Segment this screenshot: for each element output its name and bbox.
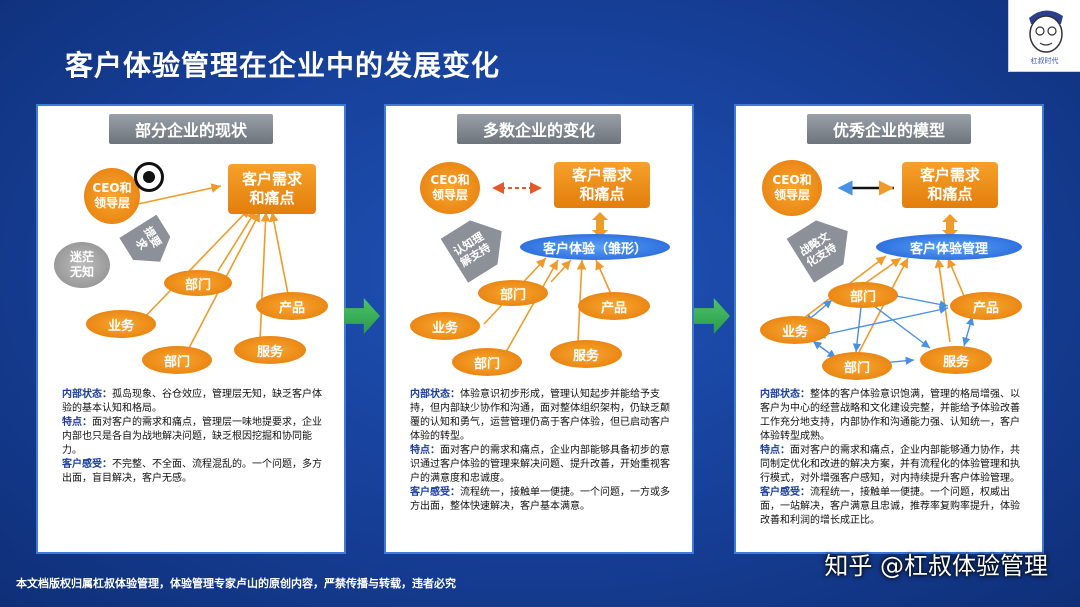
panel-majority-change: 多数企业的变化 CEO和领导层 客户需求和痛点 认 [384,104,694,554]
eye-icon [134,162,164,192]
ceo-node: CEO和领导层 [420,162,480,214]
green-arrow-icon [344,298,380,334]
needs-node: 客户需求和痛点 [554,162,650,208]
needs-node: 客户需求和痛点 [902,162,998,208]
hub-node: 客户体验（雏形） [520,234,670,260]
hub-node: 客户体验管理 [876,234,1022,260]
cartoon-face-icon [1029,10,1063,53]
panel-excellent-model: 优秀企业的模型 [734,104,1044,554]
dept-node-bumen-bottom: 部门 [822,352,892,380]
needs-node: 客户需求和痛点 [228,164,316,214]
copyright-footer: 本文档版权归属杠叔体验管理，体验管理专家卢山的原创内容，严禁传播与转载，违者必究 [16,577,456,590]
panel-current-state: 部分企业的现状 CEO和领导层 客户需求和痛点 提要求 迷茫无知 部门 业务 产… [36,104,346,554]
page-title: 客户体验管理在企业中的发展变化 [65,49,501,82]
ceo-node: CEO和领导层 [84,168,140,224]
dept-node-fuwu: 服务 [550,340,622,368]
dept-node-yewu: 业务 [410,312,480,340]
dept-node-fuwu: 服务 [920,346,992,374]
dept-node-chanpin: 产品 [256,292,328,320]
dept-node-bumen-top: 部门 [478,280,548,306]
ceo-node: CEO和领导层 [762,160,822,216]
dept-node-fuwu: 服务 [234,336,306,364]
logo: 杠叔时代 [1008,0,1080,72]
dept-node-bumen-top: 部门 [828,282,898,308]
panel-title: 优秀企业的模型 [806,114,972,144]
dept-node-chanpin: 产品 [578,292,650,320]
description: 内部状态：整体的客户体验意识饱满，管理的格局增强、以客户为中心的经营战略和文化建… [760,389,1020,526]
diagram-majority-change: CEO和领导层 客户需求和痛点 认知理解支持 客户体验（雏形） 部门 业务 产品… [386,146,692,378]
diagram-excellent-model: CEO和领导层 客户需求和痛点 战略文化支持 客户体验管理 部门 业务 产品 部… [736,146,1042,380]
description: 内部状态：孤岛现象、谷仓效应，管理层无知，缺乏客户体验的基本认知和格局。 特点：… [62,389,322,484]
panel-title: 多数企业的变化 [456,114,622,144]
zhihu-watermark: 知乎 @杠叔体验管理 [824,552,1048,580]
dept-node-bumen-top: 部门 [164,270,232,296]
panel-title: 部分企业的现状 [108,114,274,144]
logo-text: 杠叔时代 [1030,57,1059,65]
dept-node-yewu: 业务 [86,310,156,338]
diagram-current-state: CEO和领导层 客户需求和痛点 提要求 迷茫无知 部门 业务 产品 部门 服务 [38,146,344,378]
dept-node-yewu: 业务 [760,316,830,344]
dept-node-chanpin: 产品 [950,292,1022,320]
dept-node-bumen-bottom: 部门 [142,346,212,374]
cloud-node: 迷茫无知 [54,242,110,288]
green-arrow-icon [694,298,730,334]
description: 内部状态：体验意识初步形成，管理认知起步并能给予支持，但内部缺少协作和沟通，面对… [410,389,670,512]
dept-node-bumen-bottom: 部门 [452,348,522,376]
